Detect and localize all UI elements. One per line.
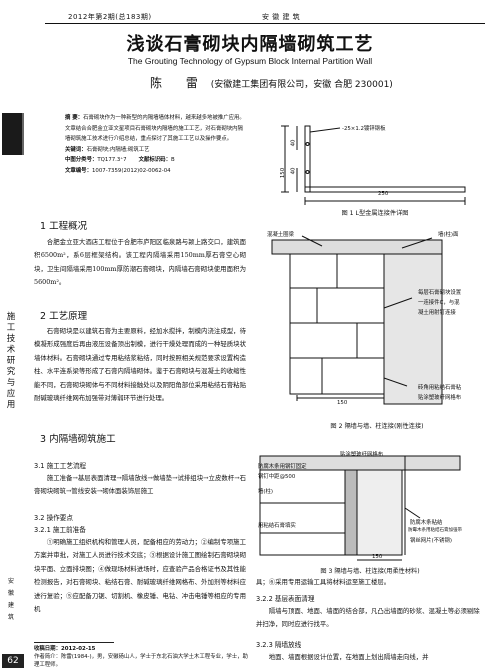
fig3-label-c: 钢钉中距@500 xyxy=(258,474,296,480)
fig1-dim-vertical: 150 xyxy=(280,167,287,179)
fig2-dim: 150 xyxy=(337,400,348,406)
column-3 xyxy=(356,469,403,556)
article-title: 浅谈石膏砌块内隔墙砌筑工艺 xyxy=(126,34,374,55)
connector-horizontal-leg xyxy=(304,186,466,193)
fig3-label-b: 防腐木条用钢钉固定 xyxy=(258,464,307,470)
abstract-text: 石膏砌块作为一种新型的内隔墙墙体材料，越来越多地被推广应用。文章结合合肥金立亚文… xyxy=(65,115,245,142)
subsection-3-2-3-text: 地面、墙面根据设计位置，在地面上划出隔墙走向线，并 xyxy=(268,653,429,661)
english-title: The Grouting Technology of Gypsum Block … xyxy=(127,56,373,66)
page-number-badge: 62 xyxy=(2,654,24,668)
fig2-label-e: 凝土用射钉连接 xyxy=(418,310,456,316)
sidebar-vertical-upper: 施工技 术研究 与应用 xyxy=(6,312,16,410)
sidebar-bar xyxy=(22,113,24,155)
fig1-dim-small-top: 40 xyxy=(290,139,297,147)
running-header-right: 安 徽 建 筑 xyxy=(262,13,301,21)
section-1-heading: 1 工程概况 xyxy=(40,221,88,232)
fig1-dim-width: 250 xyxy=(378,191,389,197)
footnote-author-bio: 作者简介：陈雷(1984-)，男，安徽砀山人，学士于东北石油大学土木工程专业，学… xyxy=(34,654,248,668)
fig3-label-g: 防霉木条用粘结石膏加强带 xyxy=(408,528,462,533)
sidebar-logo-block xyxy=(2,113,24,155)
clc-label: 中图分类号： xyxy=(65,157,98,163)
section-2-heading: 2 工艺原理 xyxy=(40,311,88,322)
fig3-label-f: 防腐木条粘结 xyxy=(410,520,443,526)
figure-2-drawing xyxy=(271,235,443,405)
article-no-value: 1007-7359(2012)02-0062-04 xyxy=(91,167,171,174)
figure-3-drawing xyxy=(259,455,461,561)
wall-column xyxy=(383,253,443,405)
page-number: 62 xyxy=(7,656,19,666)
figure-1-caption: 图 1 L型金属连接件详图 xyxy=(341,210,409,217)
subsection-3-2-heading: 3.2 操作要点 xyxy=(34,514,73,522)
subsection-3-2-2-text: 隔墙与顶面、地面、墙面的结合部，凡凸出墙面的砂浆、混凝土等必须剔除并扫净，同时应… xyxy=(256,607,480,629)
abstract-block: 摘 要：石膏砌块作为一种新型的内隔墙墙体材料，越来越多地被推广应用。文章结合合肥… xyxy=(65,113,245,176)
keywords-text: 石膏砌块;内隔墙;砌筑工艺 xyxy=(86,146,150,153)
gypsum-wall-3 xyxy=(259,469,346,556)
author-name: 陈 雷 xyxy=(150,76,208,90)
subsection-3-2-1-heading: 3.2.1 施工前准备 xyxy=(34,526,86,534)
section-1-text: 合肥金立亚大酒店工程位于合肥市庐阳区临泉路与颍上路交口，建筑面积6500m²，系… xyxy=(34,238,246,287)
section-2-text: 石膏砌块是以建筑石膏为主要原料，经加水搅拌，制模内浇注成型，待模凝形成强度后再由… xyxy=(34,327,246,403)
fig2-label-beam: 混凝土圈梁 xyxy=(267,232,294,238)
fig3-label-a: 贴涂塑玻纤网格布 xyxy=(340,452,384,458)
clc-value: TQ177.3⁺7 xyxy=(97,157,127,163)
fig3-label-e: 用粘结石膏填实 xyxy=(258,523,296,529)
fig3-label-h: 钢丝网片(不锈钢) xyxy=(410,538,452,544)
article-no-label: 文章编号： xyxy=(65,167,92,174)
figure-3-caption: 图 3 隔墙与墙、柱连接(用柔性材料) xyxy=(320,568,420,575)
right-continuation-text: 具；⑥采用专用运输工具将材料运至施工楼层。 xyxy=(256,578,391,586)
subsection-3-1-text: 施工准备→基层表面清理→隔墙放线→做墙垫→试排组块→立皮数杆→石膏砌块砌筑→管线… xyxy=(34,474,246,496)
abstract-label: 摘 要： xyxy=(65,115,84,121)
fig1-plate-label: -25×1.2镀锌钢板 xyxy=(342,126,386,132)
doc-code-value: B xyxy=(170,157,175,163)
fig2-label-f: 砖角用粘结石膏粘 xyxy=(418,385,462,391)
concrete-beam xyxy=(271,239,443,255)
subsection-3-1-heading: 3.1 施工工艺流程 xyxy=(34,462,87,470)
subsection-3-2-3-heading: 3.2.3 隔墙放线 xyxy=(256,641,302,649)
subsection-3-2-2-heading: 3.2.2 基层表面清理 xyxy=(256,595,315,603)
footnote-rule xyxy=(34,642,114,643)
author-affiliation: (安徽建工集团有限公司，安徽 合肥 230001) xyxy=(210,80,393,90)
subsection-3-2-1-text: ①明确施工组织机构和管理人员，配备相应的劳动力；②编制专项施工方案并审批，对施工… xyxy=(34,538,246,614)
header-rule xyxy=(45,23,485,24)
figure-2-caption: 图 2 隔墙与墙、柱连接(刚性连接) xyxy=(330,423,424,430)
running-header-left: 2012年第2期(总183期) xyxy=(68,13,152,21)
fig3-label-d: 墙(柱) xyxy=(258,489,273,495)
keywords-label: 关键词： xyxy=(65,146,87,153)
footnote-received: 收稿日期：2012-02-15 xyxy=(34,646,96,652)
fig2-label-wall: 墙(柱)面 xyxy=(438,232,459,238)
doc-code-label: 文献标识码： xyxy=(138,157,171,163)
connector-vertical-leg xyxy=(304,125,311,193)
fig2-label-g: 贴涂塑玻纤网格布 xyxy=(418,395,462,401)
flexible-strip xyxy=(344,469,358,556)
author-line: 陈 雷 (安徽建工集团有限公司，安徽 合肥 230001) xyxy=(150,74,393,91)
fig2-label-d: 一连接件C，与混 xyxy=(418,300,460,306)
fig1-dim-small-bottom: 40 xyxy=(290,167,297,175)
fig2-label-c: 每层石膏砌块设置 xyxy=(418,290,462,296)
figure-1-drawing xyxy=(281,125,466,205)
section-3-heading: 3 内隔墙砌筑施工 xyxy=(40,434,116,445)
sidebar-vertical-lower: 安徽建筑 xyxy=(7,578,14,621)
fig3-dim: 150 xyxy=(372,554,383,560)
